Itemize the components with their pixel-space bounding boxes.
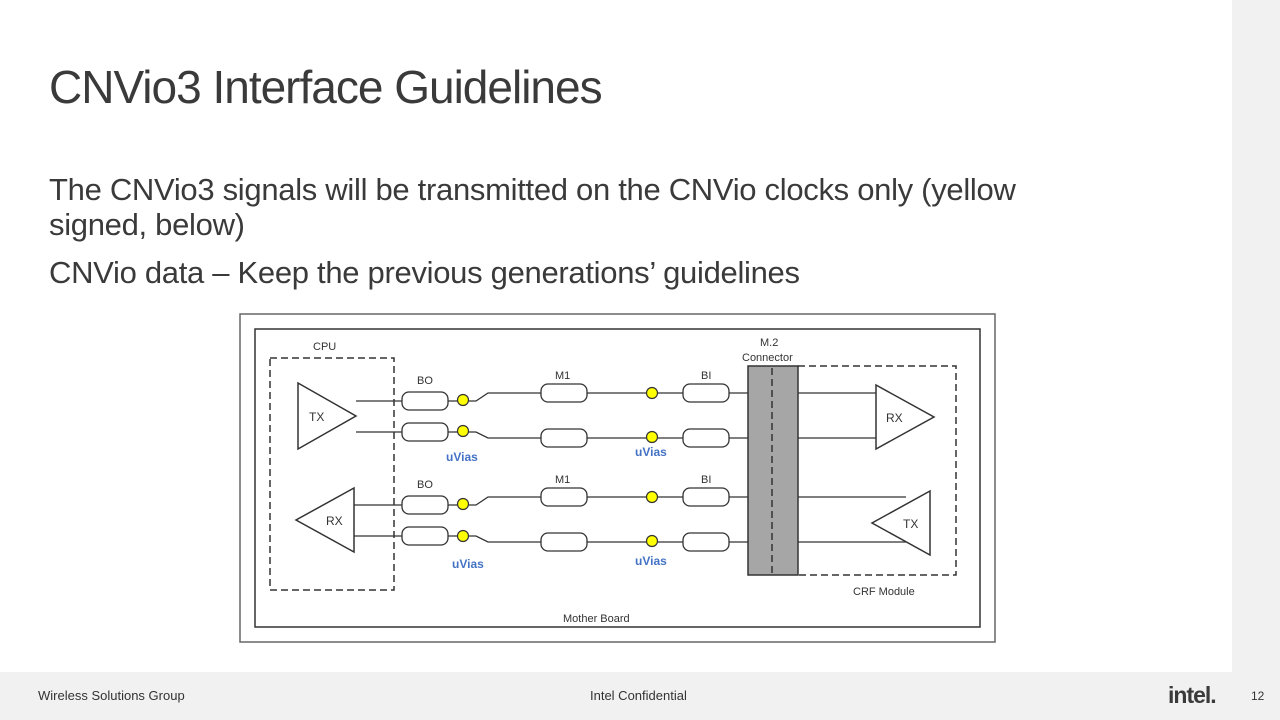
crf-module-box [798, 365, 957, 576]
page-number: 12 [1251, 689, 1265, 703]
footer-bar [0, 672, 1232, 720]
diagram-outer-frame [239, 313, 996, 643]
tx-buffer-crf [870, 489, 931, 557]
rx-crf-label: RX [886, 411, 903, 425]
uvias-markers [456, 386, 659, 548]
m1-top-label: M1 [555, 370, 570, 382]
tx-buffer-cpu [297, 381, 358, 451]
rx-buffer-cpu [294, 486, 355, 554]
tx-cpu-label: TX [309, 410, 324, 424]
trace-segments [401, 383, 730, 552]
tx-crf-label: TX [903, 517, 918, 531]
motherboard-frame [254, 328, 981, 628]
rx-buffer-crf [875, 383, 936, 451]
uvias-label-4: uVias [635, 554, 667, 568]
crf-module-label: CRF Module [853, 586, 915, 598]
bi-top-label: BI [701, 370, 711, 382]
uvias-label-2: uVias [635, 445, 667, 459]
m2-connector [747, 365, 799, 576]
m1-bottom-label: M1 [555, 474, 570, 486]
uvias-label-1: uVias [446, 450, 478, 464]
bo-top-label: BO [417, 375, 433, 387]
buffers [294, 381, 936, 557]
cpu-label: CPU [313, 341, 336, 353]
footer-group: Wireless Solutions Group [38, 688, 185, 703]
m2-label-line1: M.2 [760, 337, 778, 349]
right-margin-strip [1232, 0, 1280, 720]
bullet-2: CNVio data – Keep the previous generatio… [49, 255, 800, 290]
bi-bottom-label: BI [701, 474, 711, 486]
rx-cpu-label: RX [326, 514, 343, 528]
cnvio-interface-diagram: CPU CRF Module Mother Board M.2 Connecto… [239, 313, 996, 643]
uvias-label-3: uVias [452, 557, 484, 571]
footer-confidential: Intel Confidential [590, 688, 687, 703]
slide-title: CNVio3 Interface Guidelines [49, 61, 603, 113]
m2-label-line2: Connector [742, 352, 793, 364]
mother-board-label: Mother Board [563, 613, 630, 625]
bullet-1: The CNVio3 signals will be transmitted o… [49, 172, 1016, 242]
cpu-box [269, 357, 395, 591]
bo-bottom-label: BO [417, 479, 433, 491]
slide-body: The CNVio3 signals will be transmitted o… [49, 172, 1049, 290]
intel-logo: intel. [1168, 682, 1217, 708]
